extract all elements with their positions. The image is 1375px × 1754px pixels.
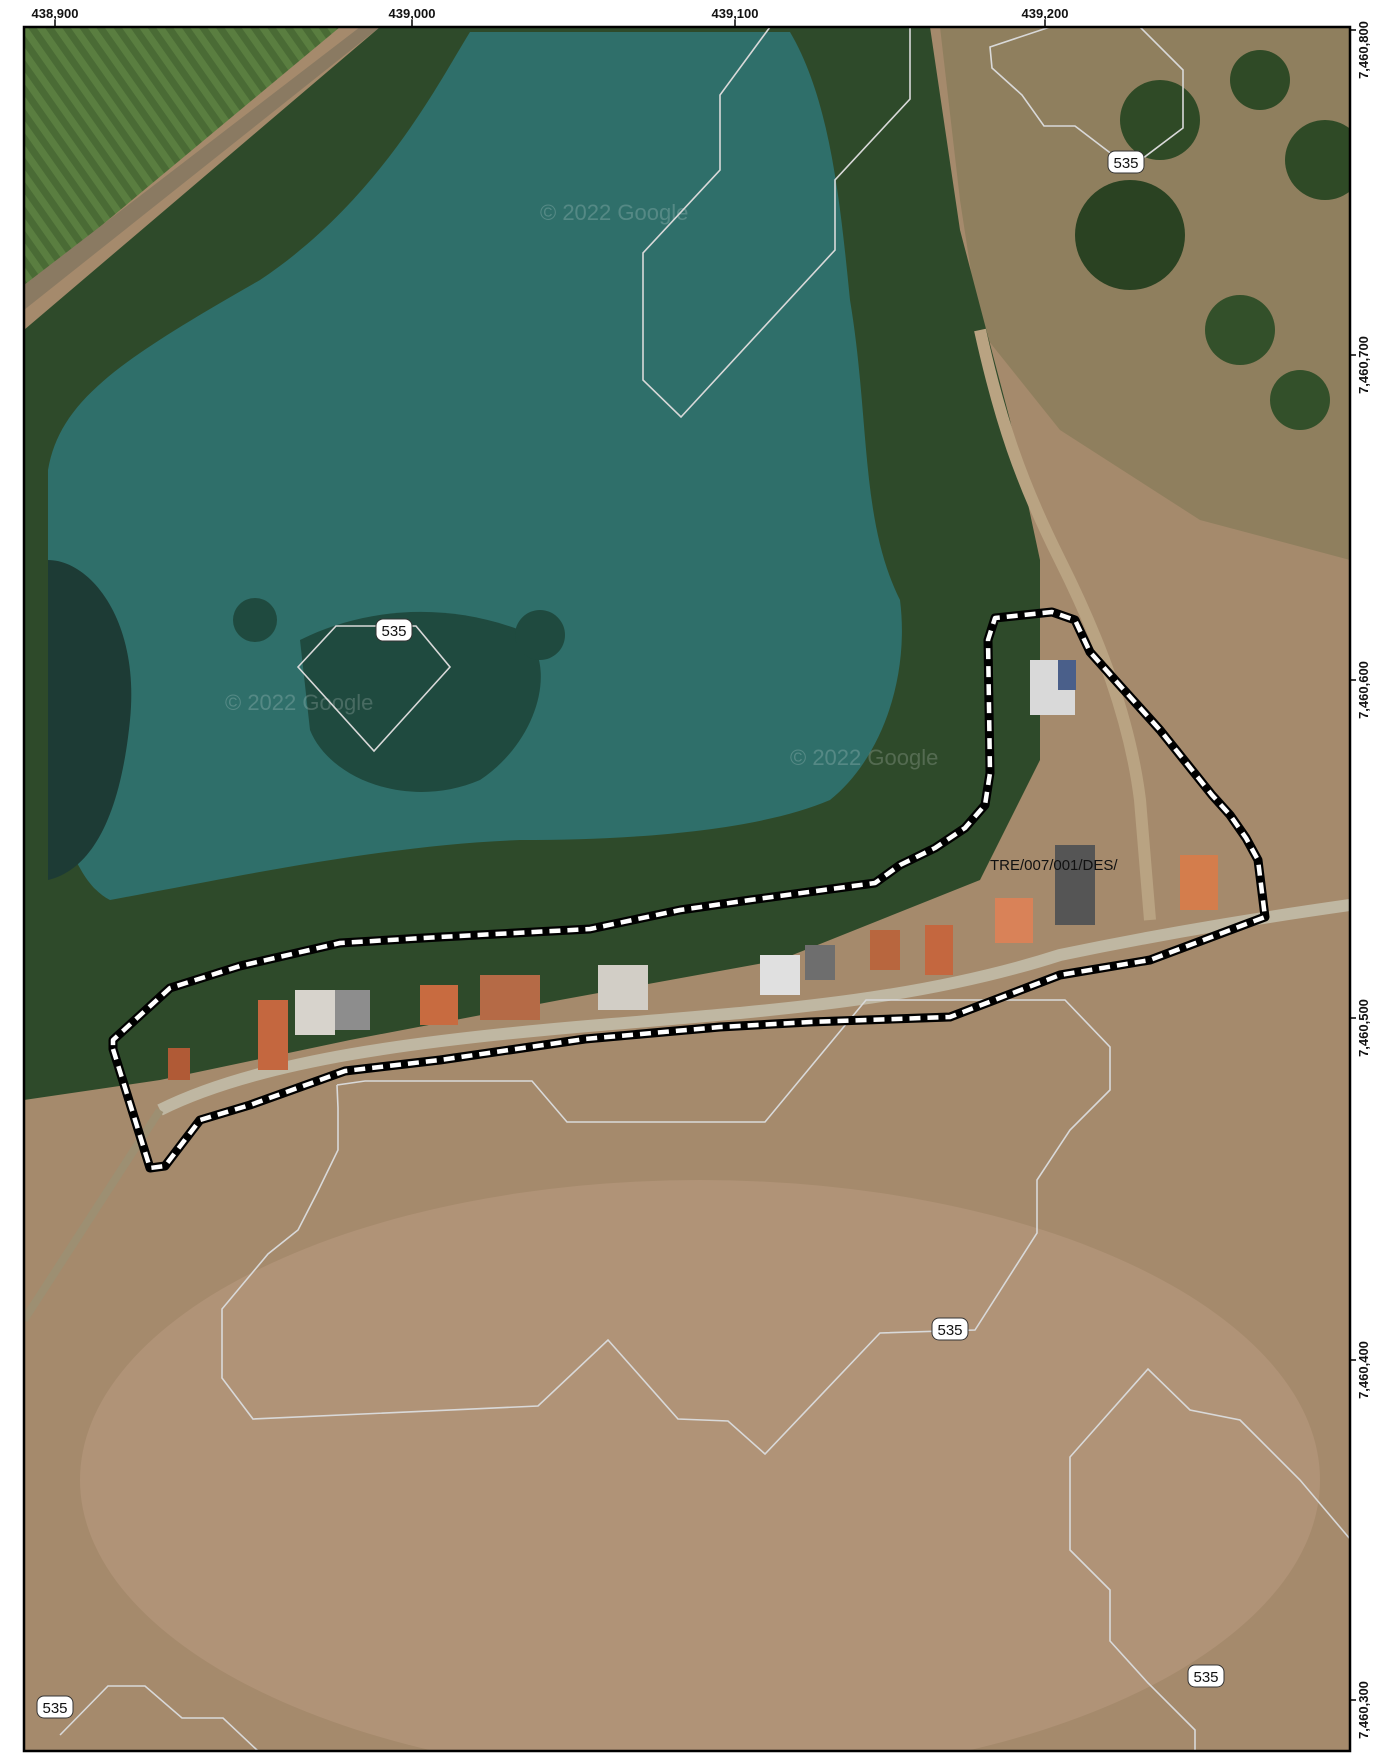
contour-line	[59, 1685, 259, 1752]
imagery-watermark: © 2022 Google	[790, 745, 938, 770]
dark-water-shoal	[300, 611, 541, 792]
y-tick-label: 7,460,300	[1356, 1681, 1371, 1739]
y-tick-label: 7,460,600	[1356, 661, 1371, 719]
contour-label-text: 535	[1193, 1669, 1218, 1686]
contour-line	[642, 26, 911, 419]
contour-line	[1069, 1367, 1351, 1751]
y-tick-label: 7,460,800	[1356, 21, 1371, 79]
aerial-imagery: © 2022 Google © 2022 Google © 2022 Googl…	[24, 27, 1350, 1751]
contour-label: 535	[36, 1695, 74, 1719]
contour-label-text: 535	[381, 623, 406, 640]
imagery-watermark: © 2022 Google	[540, 200, 688, 225]
tree-clump	[1230, 50, 1290, 110]
tree-clump	[1205, 295, 1275, 365]
contour-label-text: 535	[1113, 155, 1138, 172]
contour-label-text: 535	[937, 1322, 962, 1339]
dirt-road	[24, 27, 380, 310]
road-sw	[24, 1107, 164, 1323]
road	[157, 899, 1350, 1116]
contour-line	[221, 999, 1111, 1456]
x-tick-label: 439,000	[389, 6, 436, 21]
tree-clump	[1120, 80, 1200, 160]
tree-clump	[1075, 180, 1185, 290]
site-code-label: TRE/007/001/DES/	[990, 857, 1118, 874]
x-tick-label: 439,200	[1022, 6, 1069, 21]
imagery-watermark: © 2022 Google	[225, 690, 373, 715]
grassland-basin	[80, 1180, 1320, 1751]
crop-field	[24, 27, 340, 290]
y-tick-label: 7,460,500	[1356, 999, 1371, 1057]
y-axis-ticks	[1350, 29, 1356, 1701]
tree-clump	[1285, 120, 1350, 200]
dark-water-spot	[233, 598, 277, 642]
ne-field	[940, 27, 1350, 560]
dirt-track	[974, 328, 1156, 921]
x-tick-label: 439,100	[712, 6, 759, 21]
contour-label-text: 535	[42, 1700, 67, 1717]
y-tick-label: 7,460,700	[1356, 336, 1371, 394]
buildings	[168, 660, 1218, 1080]
lake	[48, 32, 902, 900]
contour-label: 535	[375, 618, 413, 642]
contour-line	[296, 625, 452, 753]
contour-label: 535	[931, 1317, 969, 1341]
map-border	[22, 25, 1352, 1753]
contour-label: 535	[1107, 150, 1145, 174]
x-axis-ticks	[54, 20, 1046, 27]
tree-clump	[1270, 370, 1330, 430]
dark-water-west	[48, 560, 132, 880]
contour-label: 535	[1187, 1664, 1225, 1688]
x-tick-label: 438,900	[32, 6, 79, 21]
y-tick-label: 7,460,400	[1356, 1341, 1371, 1399]
dark-water-spot	[515, 610, 565, 660]
site-boundary	[108, 607, 1270, 1173]
